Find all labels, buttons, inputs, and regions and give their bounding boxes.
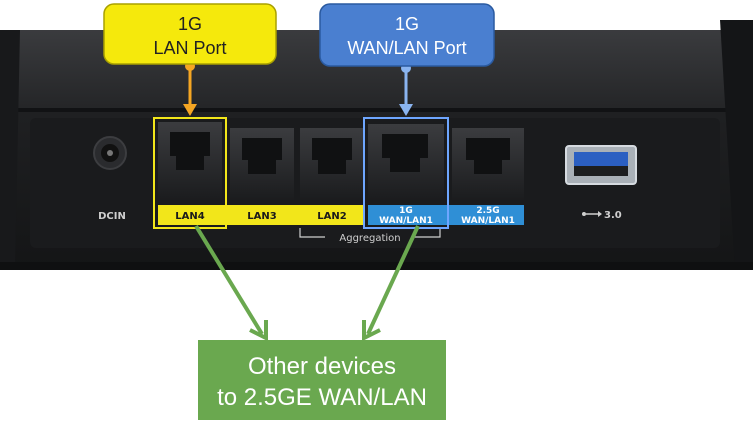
other-devices-line2: to 2.5GE WAN/LAN: [217, 384, 427, 411]
wan1g-highlight-box: [363, 117, 449, 229]
ethernet-port-wan1g: [368, 124, 444, 200]
usb-port: [565, 145, 637, 185]
wan1g-label-line2: WAN/LAN1: [379, 216, 433, 226]
aggregation-bracket: [299, 228, 441, 238]
ethernet-port-wan25g: [452, 128, 524, 200]
lan-port-callout: 1G LAN Port: [103, 3, 277, 65]
green-arrow-from-wan1g: [362, 225, 420, 342]
usb-icon: [582, 211, 602, 217]
lan4-label: LAN4: [175, 211, 204, 222]
wan25g-label-line1: 2.5G: [476, 206, 499, 216]
aggregation-label: Aggregation: [339, 233, 400, 244]
dcin-label: DCIN: [98, 211, 126, 222]
wan25g-label-line2: WAN/LAN1: [461, 216, 515, 226]
ethernet-port-lan3: [230, 128, 294, 200]
lan3-label: LAN3: [247, 211, 276, 222]
wan1g-label-line1: 1G: [399, 206, 413, 216]
usb-label: 3.0: [604, 210, 622, 221]
dc-in-jack: [93, 136, 127, 170]
other-devices-callout: Other devices to 2.5GE WAN/LAN: [198, 340, 446, 420]
lan-port-callout-line1: 1G: [178, 14, 202, 34]
ethernet-port-lan2: [300, 128, 364, 200]
lan-label-strip: [158, 205, 364, 225]
lan2-label: LAN2: [317, 211, 346, 222]
lan4-highlight-box: [153, 117, 227, 229]
ethernet-port-lan4: [158, 122, 222, 200]
other-devices-line1: Other devices: [248, 353, 396, 380]
wan-lan-port-callout-line2: WAN/LAN Port: [347, 38, 466, 58]
green-arrow-from-lan4: [194, 224, 268, 342]
lan-port-callout-line2: LAN Port: [153, 38, 226, 58]
wan-label-strip: [368, 205, 524, 225]
wan-lan-port-callout: 1G WAN/LAN Port: [319, 3, 495, 67]
wan-lan-port-callout-line1: 1G: [395, 14, 419, 34]
